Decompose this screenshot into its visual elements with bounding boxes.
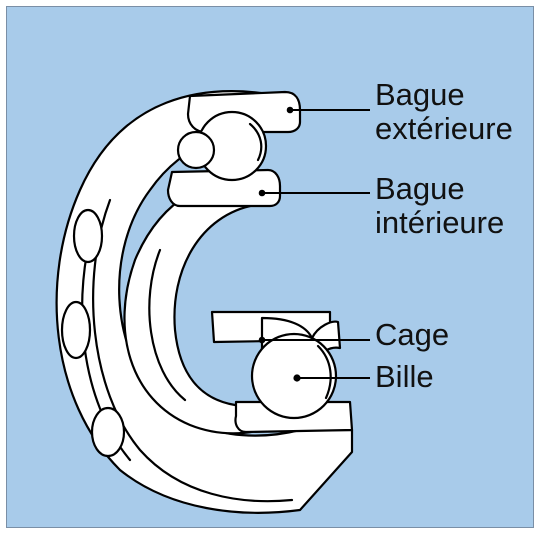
bottom-ball (252, 334, 336, 418)
label-inner-ring-2: intérieure (375, 206, 504, 240)
label-ball: Bille (375, 360, 434, 394)
top-ball-cage (178, 132, 214, 168)
label-cage: Cage (375, 318, 449, 352)
label-outer-ring-1: Bague (375, 78, 465, 112)
side-ball-2 (62, 302, 90, 358)
label-inner-ring-1: Bague (375, 172, 465, 206)
side-ball-1 (74, 210, 102, 262)
label-outer-ring-2: extérieure (375, 112, 513, 146)
side-ball-3 (92, 408, 124, 456)
